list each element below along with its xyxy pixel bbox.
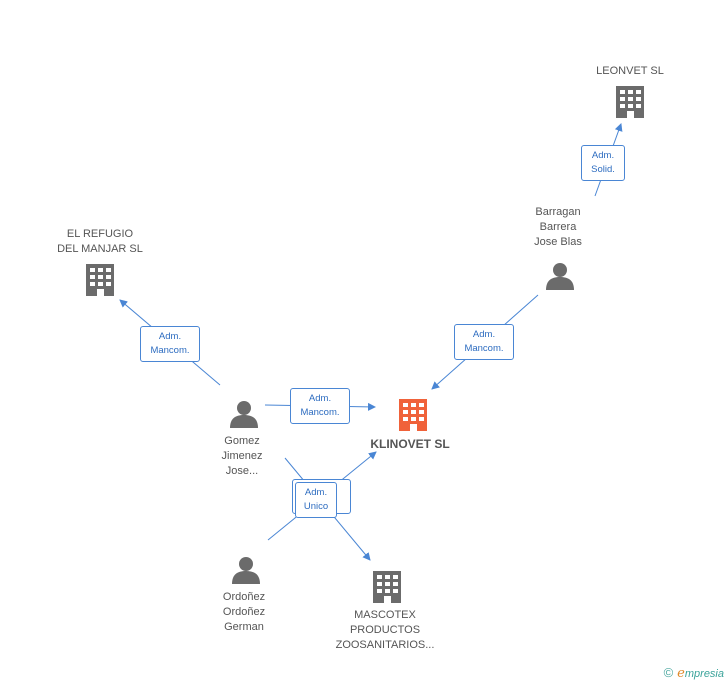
relation-type: Adm. — [591, 150, 615, 161]
relation-role: Mancom. — [464, 343, 504, 354]
person-name-line1: Ordoñez — [222, 591, 266, 603]
company-name-line1: EL REFUGIO — [66, 228, 134, 240]
relation-badge-mancom-klinovet[interactable]: Adm. Mancom. — [290, 388, 350, 424]
company-name-line2: PRODUCTOS — [349, 624, 421, 636]
relation-role: Mancom. — [300, 407, 340, 418]
person-name-line1: Gomez — [224, 435, 260, 447]
empresia-logo[interactable]: ©empresia — [664, 665, 724, 681]
company-label-mascotex[interactable]: MASCOTEX PRODUCTOS ZOOSANITARIOS... — [325, 608, 445, 653]
relation-role: Unico — [303, 501, 329, 512]
company-name: KLINOVET SL — [370, 437, 450, 451]
person-icon-gomez[interactable] — [230, 401, 258, 428]
person-name-line3: Jose Blas — [534, 236, 582, 248]
company-label-klinovet[interactable]: KLINOVET SL — [360, 437, 460, 452]
copyright-icon: © — [663, 665, 674, 680]
company-name: LEONVET SL — [596, 65, 664, 77]
relation-type: Adm. — [304, 487, 328, 498]
building-icon-refugio[interactable] — [86, 264, 114, 296]
person-label-ordonez[interactable]: Ordoñez Ordoñez German — [194, 590, 294, 635]
person-icon-ordonez[interactable] — [232, 557, 260, 584]
relation-type: Adm. — [308, 393, 332, 404]
relation-badge-solid[interactable]: Adm. Solid. — [581, 145, 625, 181]
person-name-line2: Barrera — [539, 221, 577, 233]
company-name-line3: ZOOSANITARIOS... — [335, 639, 435, 651]
relation-badge-mancom-refugio[interactable]: Adm. Mancom. — [140, 326, 200, 362]
relation-badge-unico[interactable]: Adm. Unico — [295, 482, 337, 518]
brand-initial: e — [677, 666, 685, 681]
person-label-barragan[interactable]: Barragan Barrera Jose Blas — [508, 205, 608, 250]
building-icon-klinovet[interactable] — [399, 399, 427, 431]
person-name-line2: Ordoñez — [222, 606, 266, 618]
company-label-leonvet[interactable]: LEONVET SL — [580, 64, 680, 79]
relation-role: Mancom. — [150, 345, 190, 356]
person-name-line3: Jose... — [225, 465, 259, 477]
relation-type: Adm. — [158, 331, 182, 342]
person-name-line1: Barragan — [535, 206, 581, 218]
person-name-line3: German — [224, 621, 264, 633]
company-label-refugio[interactable]: EL REFUGIO DEL MANJAR SL — [45, 227, 155, 257]
building-icon-leonvet[interactable] — [616, 86, 644, 118]
relation-badge-mancom-barragan[interactable]: Adm. Mancom. — [454, 324, 514, 360]
person-name-line2: Jimenez — [221, 450, 263, 462]
brand-name: mpresia — [684, 668, 724, 680]
relation-type: Adm. — [472, 329, 496, 340]
building-icon-mascotex[interactable] — [373, 571, 401, 603]
person-icon-barragan[interactable] — [546, 263, 574, 290]
company-name-line1: MASCOTEX — [354, 609, 416, 621]
company-name-line2: DEL MANJAR SL — [57, 243, 143, 255]
person-label-gomez[interactable]: Gomez Jimenez Jose... — [192, 434, 292, 479]
relation-role: Solid. — [591, 164, 615, 175]
